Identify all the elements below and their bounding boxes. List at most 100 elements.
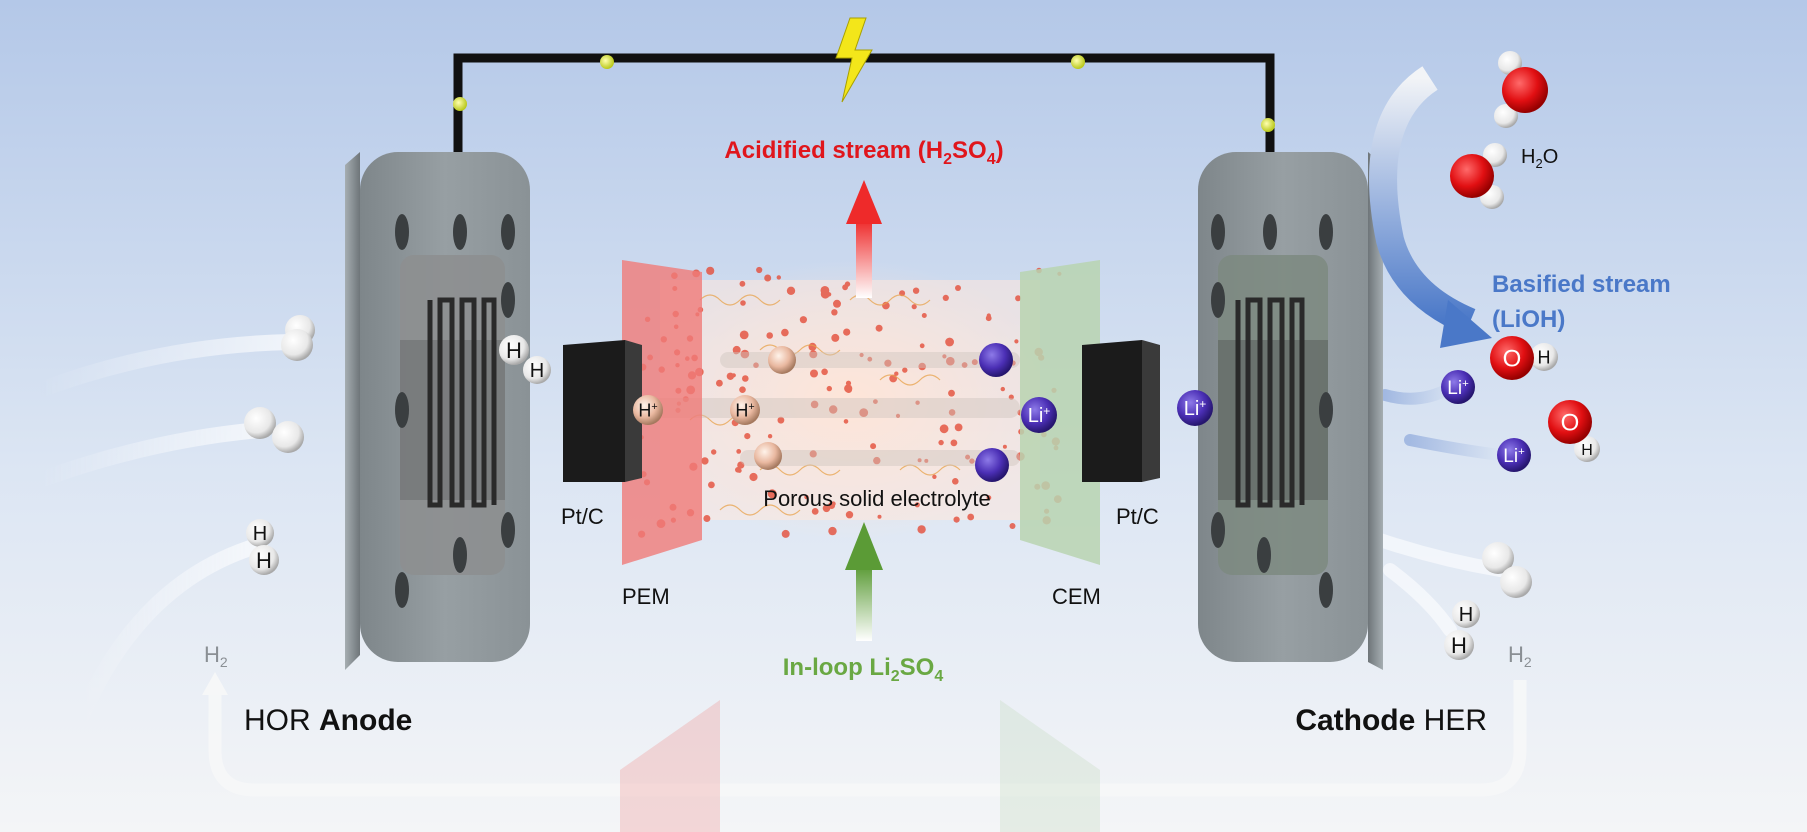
cem-membrane	[1020, 260, 1100, 565]
li-ion-sphere	[979, 343, 1013, 377]
electrolyte-particle	[955, 285, 961, 291]
acidified-stream-title: Acidified stream (H2SO4)	[724, 137, 1003, 168]
h-atom-sphere	[1530, 343, 1558, 371]
electrolyte-particle	[786, 286, 796, 295]
electrolyte-particle	[753, 362, 759, 369]
anode-bold: Anode	[319, 704, 412, 737]
feed-sub1: 2	[891, 668, 900, 685]
proton-sphere	[754, 442, 782, 470]
ptc-block-right	[1082, 340, 1160, 482]
electrolyte-particle	[764, 274, 772, 282]
electrolyte-particle	[826, 385, 832, 392]
cem-label: CEM	[1052, 584, 1101, 609]
li-ion-sphere	[975, 448, 1009, 482]
proton-label: H+	[638, 400, 657, 420]
electrolyte-particle	[969, 458, 975, 464]
h-atom-sphere	[249, 545, 279, 575]
electrolyte-particle	[845, 380, 852, 386]
arrow-up-icon	[845, 522, 883, 641]
electrolyte-particle	[919, 343, 925, 349]
arrow-up-icon	[846, 180, 882, 298]
electrolyte-particle	[822, 504, 831, 513]
pem-label: PEM	[622, 584, 670, 609]
electrolyte-particle	[767, 434, 773, 439]
proton-sphere	[768, 346, 796, 374]
li-ion: Li+	[1021, 397, 1057, 433]
electrolyte-particle	[804, 494, 809, 500]
h2-molecule-atom-sphere	[272, 421, 304, 453]
h-atom: H	[1530, 343, 1558, 371]
electrolyte-particle	[843, 328, 851, 336]
ptc-right-label: Pt/C	[1116, 504, 1159, 529]
h2-left-pre: H	[204, 642, 220, 667]
h-atom: H	[249, 545, 279, 575]
li-ion-label: Li+	[1028, 404, 1051, 427]
electrolyte-particle	[716, 379, 723, 387]
h2-molecule-atom-sphere	[281, 329, 313, 361]
oxygen-atom-sphere	[1490, 336, 1534, 380]
basified-stream-line2: (LiOH)	[1492, 306, 1565, 333]
h-atom-label: H	[1459, 604, 1473, 626]
h2-molecule-atom	[244, 407, 276, 439]
feed-sub2: 4	[934, 668, 943, 685]
lightning-bolt-icon	[835, 17, 873, 103]
h-atom: H	[246, 519, 274, 547]
electrolyte-particle	[809, 450, 817, 458]
electrolyte-particle	[952, 478, 959, 485]
electrolyte-particle	[777, 416, 785, 424]
gas-streaks-left	[32, 334, 298, 728]
electrolyte-particle	[708, 481, 715, 489]
li-ion-sphere	[1497, 438, 1531, 472]
electrolyte-particle	[733, 348, 740, 355]
electrolyte-particle	[954, 423, 963, 432]
oxygen-atom-label: O	[1561, 410, 1580, 437]
feed-pre: In-loop Li	[783, 654, 891, 681]
electrolyte-particle	[781, 529, 790, 538]
h2-molecule-atom-sphere	[1500, 566, 1532, 598]
electrolyte-particle	[767, 489, 777, 499]
electrolyte-particle	[810, 369, 818, 378]
acid-sub1: 2	[943, 151, 952, 168]
electrolyte-particle	[701, 457, 709, 465]
electrolyte-particle	[873, 456, 881, 465]
h-atom: H	[499, 335, 529, 365]
feed-mid: SO	[900, 654, 935, 681]
electrolyte-particle	[945, 337, 954, 347]
electrolyte-particle	[917, 525, 926, 534]
electrolyte-particle	[939, 424, 949, 434]
in-loop-feed-label: In-loop Li2SO4	[783, 654, 944, 685]
electrolyte-particle	[776, 275, 781, 280]
electrolyte-particle	[744, 433, 751, 440]
electrolyte-particle	[740, 300, 746, 306]
electrolyte-particle	[828, 526, 837, 536]
h2-molecule-atom	[281, 329, 313, 361]
h-atom: H	[523, 356, 551, 384]
h-atom-label: H	[530, 360, 544, 382]
cathode-regular: HER	[1415, 704, 1487, 737]
acid-pre: Acidified stream (H	[724, 137, 943, 164]
ptc-left-label: Pt/C	[561, 504, 604, 529]
h-atom-sphere	[1452, 600, 1480, 628]
electrolyte-particle	[739, 280, 746, 287]
h2-molecule-atom-sphere	[244, 407, 276, 439]
electrolyte-particle	[924, 458, 929, 463]
water-h-atom	[1483, 143, 1507, 167]
electrolyte-particle	[917, 458, 922, 463]
proton: H+	[730, 395, 760, 425]
electrolyte-particle	[884, 359, 892, 367]
electrolyte-particle	[831, 333, 840, 342]
electrolyte-particle	[843, 419, 849, 424]
electrolyte-particle	[953, 516, 960, 523]
water-label: H2O	[1521, 146, 1558, 171]
electrolyte-particle	[1008, 394, 1014, 400]
loop-arrowhead-icon	[202, 672, 228, 695]
electrolyte-particle	[749, 472, 758, 482]
electrolyte-particle	[859, 352, 864, 358]
electrolyte-particle	[742, 375, 749, 382]
electrolyte-particle	[781, 328, 789, 337]
electrolyte-particle	[875, 324, 883, 332]
electrolyte-particle	[965, 454, 971, 460]
electrolyte-particle	[894, 371, 899, 376]
electrolyte-particle	[756, 266, 763, 274]
electrolyte-particle	[736, 449, 742, 454]
